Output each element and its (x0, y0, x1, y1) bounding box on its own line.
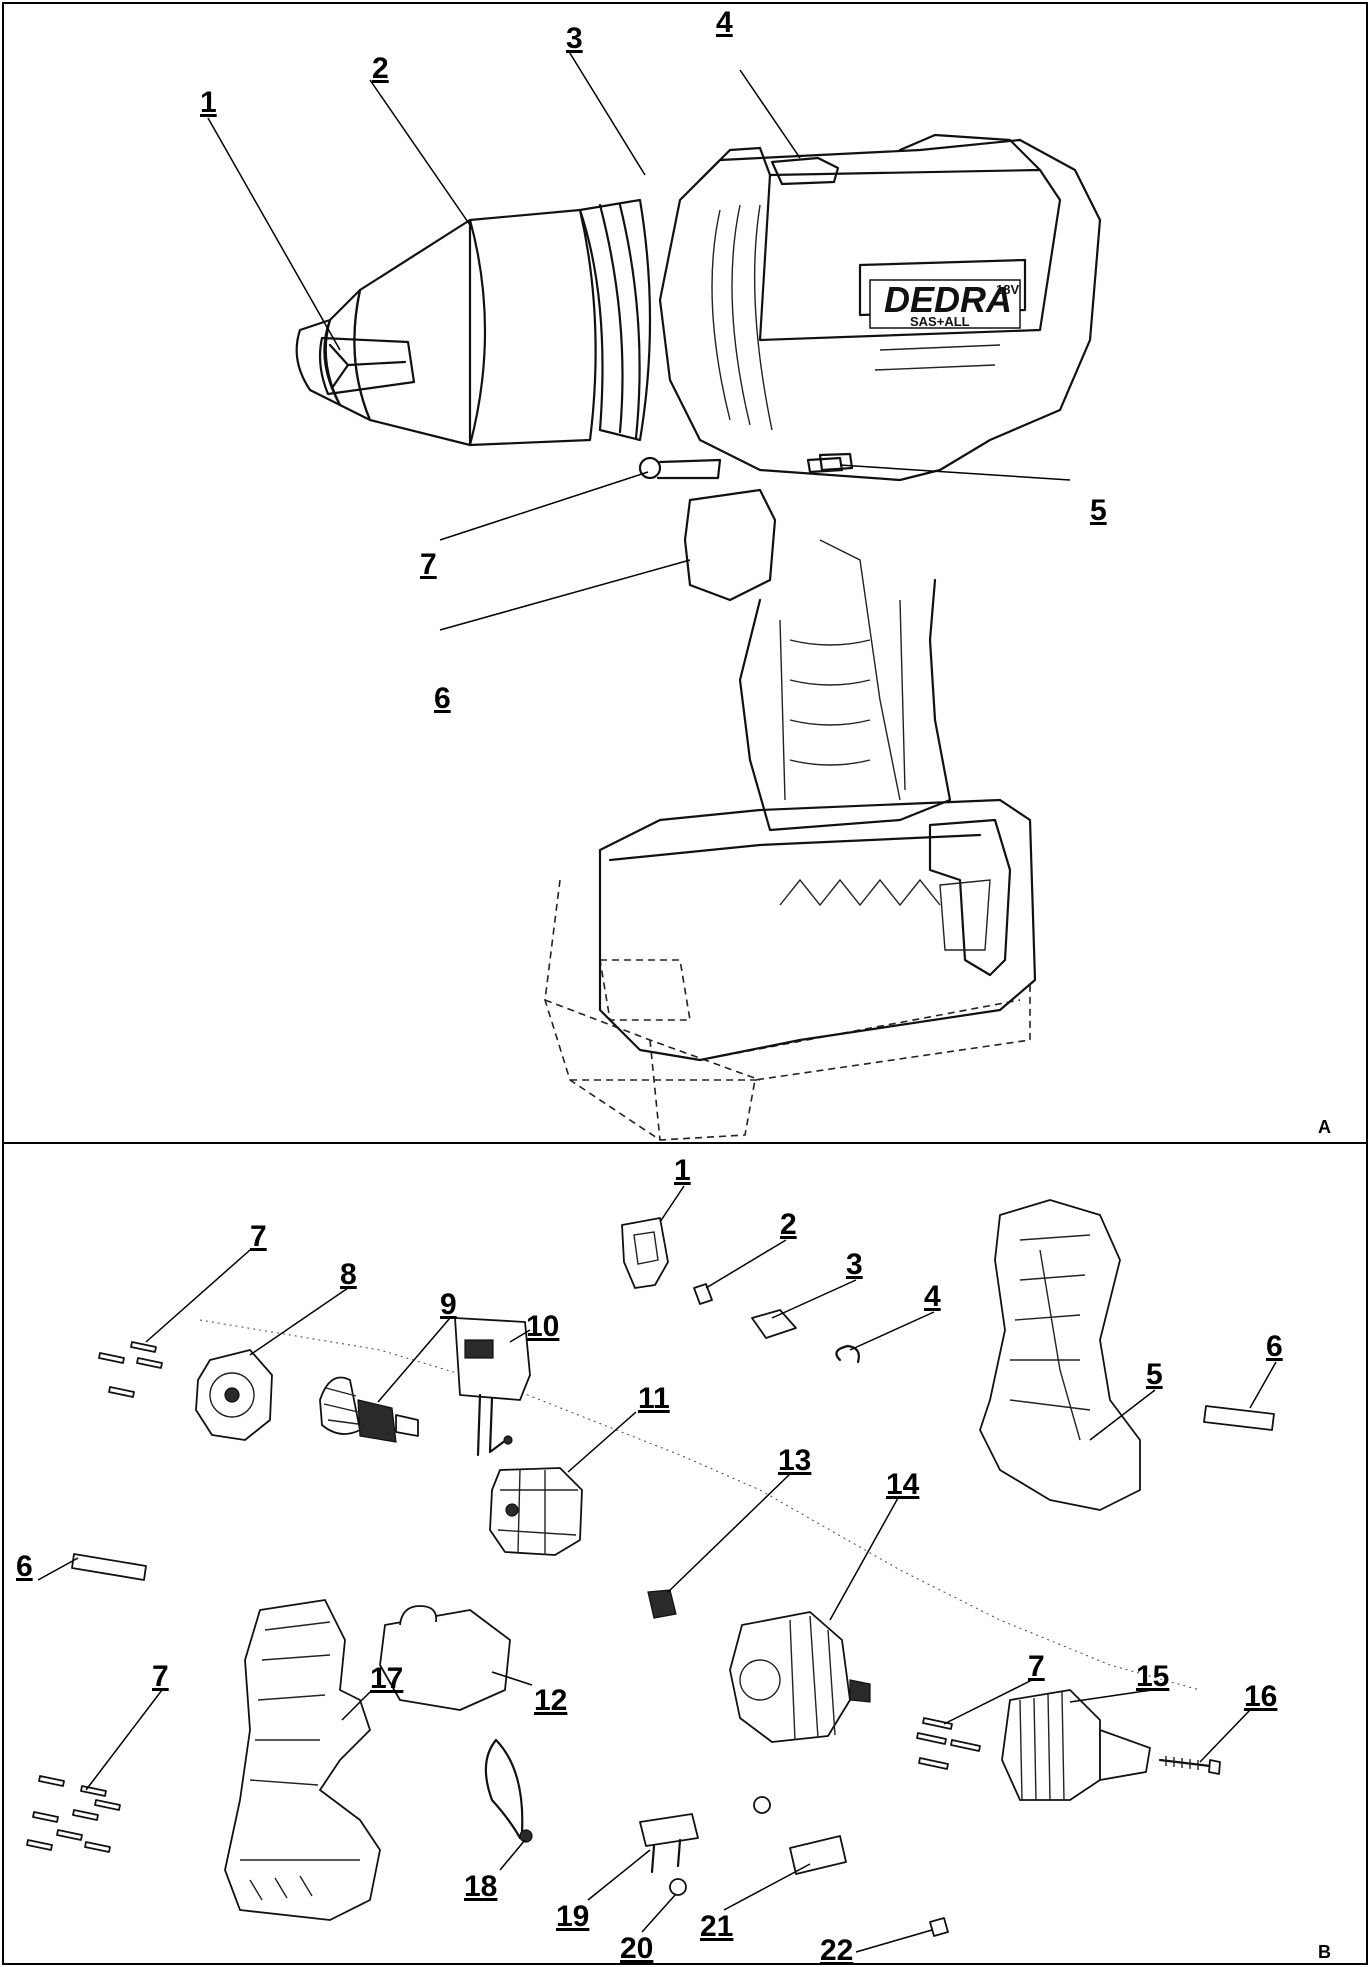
logo-brand: DEDRA (884, 279, 1012, 320)
callout-b20: 20 (620, 1932, 653, 1965)
panel-b-leaders (37, 1185, 1277, 1953)
callout-b6a: 6 (1266, 1330, 1283, 1363)
panel-b-letter: B (1318, 1942, 1331, 1962)
panel-a-letter: A (1318, 1117, 1331, 1137)
callout-b3: 3 (846, 1248, 863, 1281)
callout-a1: 1 (200, 86, 217, 119)
callout-a5: 5 (1090, 494, 1107, 527)
callout-a7: 7 (420, 548, 437, 581)
callout-b16: 16 (1244, 1680, 1277, 1713)
callout-b7a: 7 (250, 1220, 267, 1253)
callout-b1: 1 (674, 1154, 691, 1187)
callout-a6: 6 (434, 682, 451, 715)
callout-b4: 4 (924, 1280, 941, 1313)
callout-a2: 2 (372, 52, 389, 85)
panel-a-drill: DEDRA 18V SAS+ALL (295, 133, 1102, 1141)
callout-b6b: 6 (16, 1550, 33, 1583)
callout-b19: 19 (556, 1900, 589, 1933)
callout-b13: 13 (778, 1444, 811, 1477)
callout-b14: 14 (886, 1468, 920, 1501)
label-strip-left (71, 1553, 147, 1581)
callout-b5: 5 (1146, 1358, 1163, 1391)
logo-system: SAS+ALL (910, 314, 970, 329)
label-strip-right (1203, 1405, 1275, 1431)
callout-b15: 15 (1136, 1660, 1169, 1693)
callout-b11: 11 (638, 1382, 670, 1415)
callout-b18: 18 (464, 1870, 497, 1903)
callout-a3: 3 (566, 22, 583, 55)
callout-b17: 17 (370, 1662, 403, 1695)
callout-b2: 2 (780, 1208, 797, 1241)
callout-b7b: 7 (1028, 1650, 1045, 1683)
callout-b8: 8 (340, 1258, 357, 1291)
callout-b10: 10 (526, 1310, 559, 1343)
panel-a-leaders (207, 49, 1071, 631)
panel-b-parts (26, 1199, 1275, 1937)
logo-plate (869, 279, 1021, 329)
callout-b21: 21 (700, 1910, 733, 1943)
callout-b12: 12 (534, 1684, 567, 1717)
panel-b-labels: 1 2 3 4 5 6 6 7 7 7 8 9 10 11 12 13 14 1… (16, 1154, 1331, 1967)
callout-b7c: 7 (152, 1660, 169, 1693)
callout-a4: 4 (716, 6, 733, 39)
callout-b9: 9 (440, 1288, 457, 1321)
logo-voltage: 18V (996, 282, 1019, 297)
callout-b22: 22 (820, 1934, 853, 1967)
panel-a-labels: 1 2 3 4 5 6 7 A (200, 6, 1331, 1137)
